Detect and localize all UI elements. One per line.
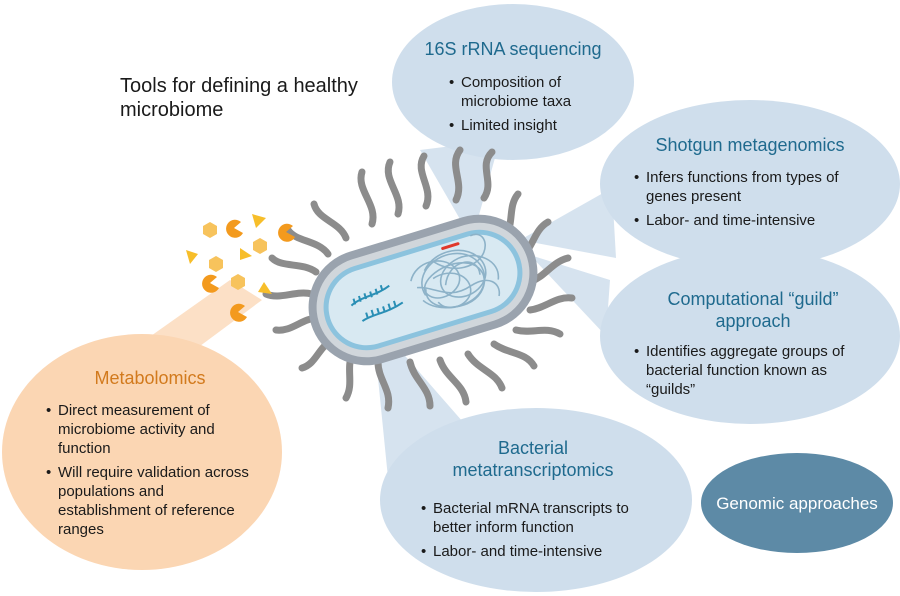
rrna-heading: 16S rRNA sequencing (424, 39, 602, 59)
shotgun-bullet-list: Infers functions from types of genes pre… (634, 168, 859, 235)
dna-strand-icon (410, 233, 501, 309)
guild-bullet-list: Identifies aggregate groups of bacterial… (634, 342, 874, 404)
metabolomics-bullet: Will require validation across populatio… (46, 463, 251, 539)
metabolite-pacman-icon (202, 219, 295, 322)
rrna-bullet: Composition of microbiome taxa (449, 73, 599, 111)
shotgun-bullet: Infers functions from types of genes pre… (634, 168, 859, 206)
shotgun-callout-wedge (520, 188, 616, 258)
metatranscriptomics-bullet-list: Bacterial mRNA transcripts to better inf… (421, 499, 651, 566)
rrna-bullet-list: Composition of microbiome taxa Limited i… (449, 73, 599, 140)
shotgun-heading: Shotgun metagenomics (655, 135, 845, 155)
metatranscriptomics-bullet: Labor- and time-intensive (421, 542, 651, 561)
metabolomics-bullet-list: Direct measurement of microbiome activit… (46, 401, 251, 544)
metabolite-triangle-icon (186, 214, 272, 294)
bacterium-icon (308, 214, 538, 366)
rrna-bullet: Limited insight (449, 116, 599, 135)
rna-strand-icon (350, 284, 404, 322)
metatranscriptomics-heading: Bacterial metatranscriptomics (452, 438, 614, 480)
metabolite-hexagon-icon (203, 222, 267, 290)
metabolomics-heading: Metabolomics (94, 368, 206, 388)
guild-heading: Computational “guild” approach (667, 289, 839, 331)
metatranscriptomics-bullet: Bacterial mRNA transcripts to better inf… (421, 499, 651, 537)
genomic-bubble (701, 453, 893, 553)
guild-bullet: Identifies aggregate groups of bacterial… (634, 342, 874, 399)
diagram-title: Tools for defining a healthy microbiome (120, 75, 358, 121)
shotgun-bullet: Labor- and time-intensive (634, 211, 859, 230)
metabolomics-bullet: Direct measurement of microbiome activit… (46, 401, 251, 458)
genomic-approaches-label: Genomic approaches (716, 493, 878, 513)
